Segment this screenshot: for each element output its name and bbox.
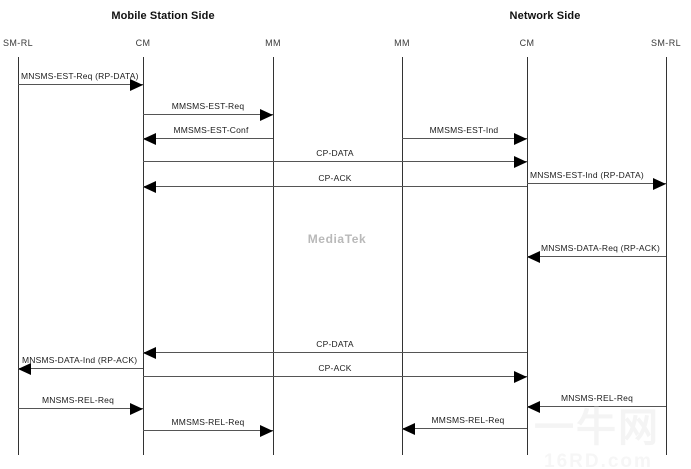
- message-label-m11: CP-ACK: [318, 363, 352, 373]
- message-line-m1: [18, 84, 143, 85]
- arrow-head-right-m1: [130, 79, 143, 91]
- message-label-m14: MMSMS-REL-Req: [171, 417, 245, 427]
- message-label-m13: MNSMS-REL-Req: [560, 393, 634, 403]
- message-line-m12: [18, 408, 143, 409]
- arrow-head-right-m4: [514, 133, 527, 145]
- watermark-domain-text: 16RD.com: [544, 451, 653, 469]
- message-line-m13: [527, 406, 666, 407]
- message-label-m5: CP-DATA: [316, 148, 354, 158]
- arrow-head-right-m5: [514, 156, 527, 168]
- arrow-head-right-m6: [653, 178, 666, 190]
- arrow-head-right-m12: [130, 403, 143, 415]
- message-label-m6: MNSMS-EST-Ind (RP-DATA): [530, 170, 644, 180]
- arrow-head-left-m7: [143, 181, 156, 193]
- actor-label-ms-mm: MM: [265, 38, 281, 48]
- message-line-m8: [527, 256, 666, 257]
- actor-label-nw-cm: CM: [519, 38, 535, 48]
- lifeline-ms-smrl: [18, 57, 19, 455]
- message-line-m11: [143, 376, 527, 377]
- lifeline-nw-mm: [402, 57, 403, 455]
- actor-label-ms-cm: CM: [135, 38, 151, 48]
- message-line-m9: [143, 352, 527, 353]
- watermark-cn-text: 一牛网: [534, 406, 660, 450]
- arrow-head-right-m11: [514, 371, 527, 383]
- message-label-m12: MNSMS-REL-Req: [41, 395, 115, 405]
- message-line-m10: [18, 368, 143, 369]
- arrow-head-left-m9: [143, 347, 156, 359]
- message-label-m10: MNSMS-DATA-Ind (RP-ACK): [22, 355, 138, 365]
- actor-label-nw-smrl: SM-RL: [650, 38, 682, 48]
- watermark-bottom-right: 一牛网 16RD.com: [534, 408, 660, 469]
- message-label-m7: CP-ACK: [318, 173, 352, 183]
- message-label-m2: MMSMS-EST-Req: [171, 101, 245, 111]
- arrow-head-left-m15: [402, 423, 415, 435]
- arrow-head-left-m10: [18, 363, 31, 375]
- lifeline-nw-smrl: [666, 57, 667, 455]
- message-line-m5: [143, 161, 527, 162]
- arrow-head-right-m14: [260, 425, 273, 437]
- arrow-head-left-m13: [527, 401, 540, 413]
- arrow-head-left-m3: [143, 133, 156, 145]
- actor-label-nw-mm: MM: [394, 38, 410, 48]
- message-label-m3: MMSMS-EST-Conf: [173, 125, 249, 135]
- lifeline-ms-cm: [143, 57, 144, 455]
- message-line-m3: [143, 138, 273, 139]
- actor-label-ms-smrl: SM-RL: [2, 38, 34, 48]
- message-label-m4: MMSMS-EST-Ind: [429, 125, 499, 135]
- message-line-m2: [143, 114, 273, 115]
- message-line-m7: [143, 186, 527, 187]
- message-line-m14: [143, 430, 273, 431]
- watermark-mediatek: MediaTek: [307, 232, 367, 246]
- message-line-m4: [402, 138, 527, 139]
- title-network-side: Network Side: [509, 10, 581, 22]
- message-line-m15: [402, 428, 527, 429]
- message-label-m1: MNSMS-EST-Req (RP-DATA): [21, 71, 139, 81]
- arrow-head-left-m8: [527, 251, 540, 263]
- lifeline-ms-mm: [273, 57, 274, 455]
- message-label-m15: MMSMS-REL-Req: [431, 415, 505, 425]
- message-line-m6: [527, 183, 666, 184]
- arrow-head-right-m2: [260, 109, 273, 121]
- message-label-m8: MNSMS-DATA-Req (RP-ACK): [541, 243, 661, 253]
- title-mobile-station-side: Mobile Station Side: [111, 10, 215, 22]
- message-label-m9: CP-DATA: [316, 339, 354, 349]
